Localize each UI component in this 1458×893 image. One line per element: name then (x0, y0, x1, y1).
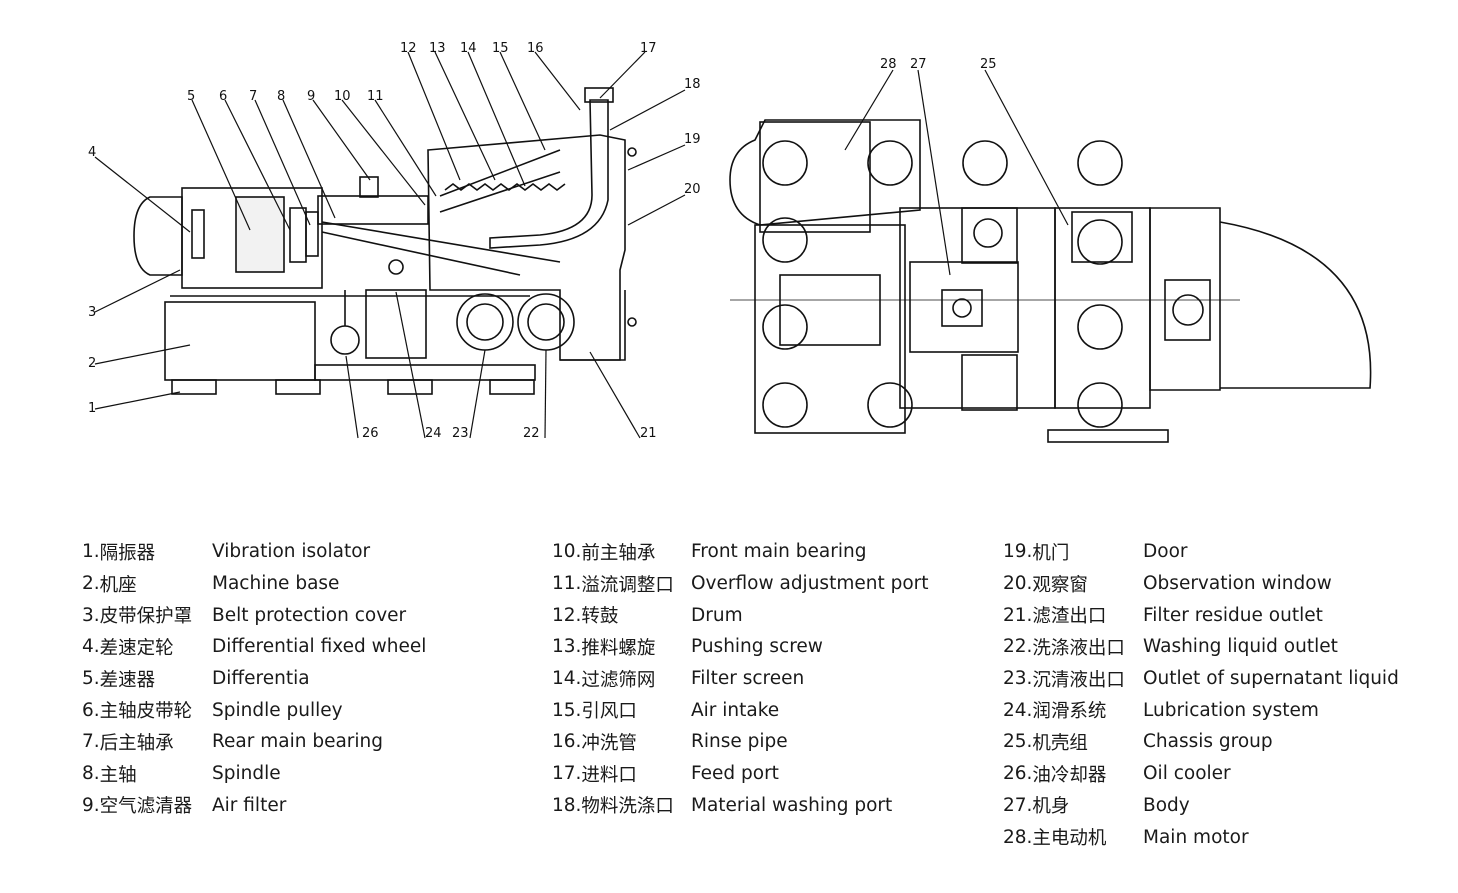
callout-24: 24 (425, 426, 442, 441)
machine-base-shape (164, 301, 316, 381)
callout-18: 18 (684, 77, 701, 92)
isolator-shape (171, 379, 217, 395)
main-motor-top-shape (759, 121, 871, 233)
casing-top-shape (1054, 207, 1151, 409)
callout-14: 14 (460, 41, 477, 56)
lubrication-shape (365, 289, 427, 359)
callout-13: 13 (429, 41, 446, 56)
callout-27: 27 (910, 57, 927, 72)
callout-20: 20 (684, 182, 701, 197)
callout-17: 17 (640, 41, 657, 56)
callout-6: 6 (219, 89, 227, 104)
centrifuge-technical-drawing: 1 2 3 4 5 6 7 8 9 10 11 12 13 14 15 16 1… (88, 41, 1372, 443)
callout-9: 9 (307, 89, 315, 104)
chassis-shape (899, 207, 1056, 409)
main-motor-shape (133, 196, 183, 276)
callout-11: 11 (367, 89, 384, 104)
callout-15: 15 (492, 41, 509, 56)
casing-shape (427, 134, 626, 361)
callout-1: 1 (88, 401, 96, 416)
side-view (133, 87, 637, 395)
motor-housing-shape (729, 119, 921, 226)
callout-8: 8 (277, 89, 285, 104)
callout-leaders-left (94, 51, 686, 439)
callout-16: 16 (527, 41, 544, 56)
callout-28: 28 (880, 57, 897, 72)
callout-12: 12 (400, 41, 417, 56)
spindle-housing-shape (317, 195, 429, 225)
residue-outlet-shape (560, 290, 626, 361)
callout-22: 22 (523, 426, 540, 441)
isolator-circles (762, 140, 1123, 428)
feed-pipe-shape (489, 99, 609, 249)
callout-10: 10 (334, 89, 351, 104)
callout-21: 21 (640, 426, 657, 441)
callout-4: 4 (88, 145, 96, 160)
callout-19: 19 (684, 132, 701, 147)
differential-shape (235, 196, 285, 273)
washing-outlet-shape (517, 293, 575, 351)
plan-view (729, 119, 1372, 443)
oil-cooler-shape (330, 325, 360, 355)
supernatant-outlet-shape (456, 293, 514, 351)
callout-3: 3 (88, 305, 96, 320)
callout-23: 23 (452, 426, 469, 441)
screw-shape (444, 183, 566, 191)
callout-26: 26 (362, 426, 379, 441)
callout-25: 25 (980, 57, 997, 72)
body-frame-shape (754, 224, 906, 434)
belt-guard-shape (181, 187, 323, 289)
callout-5: 5 (187, 89, 195, 104)
callout-leaders-right (844, 69, 1069, 276)
callout-2: 2 (88, 356, 96, 371)
spindle-pulley-shape (289, 207, 307, 263)
callout-7: 7 (249, 89, 257, 104)
door-shape (1149, 207, 1221, 391)
door-arc-shape (1219, 221, 1372, 389)
callout-labels: 1 2 3 4 5 6 7 8 9 10 11 12 13 14 15 16 1… (88, 41, 997, 441)
